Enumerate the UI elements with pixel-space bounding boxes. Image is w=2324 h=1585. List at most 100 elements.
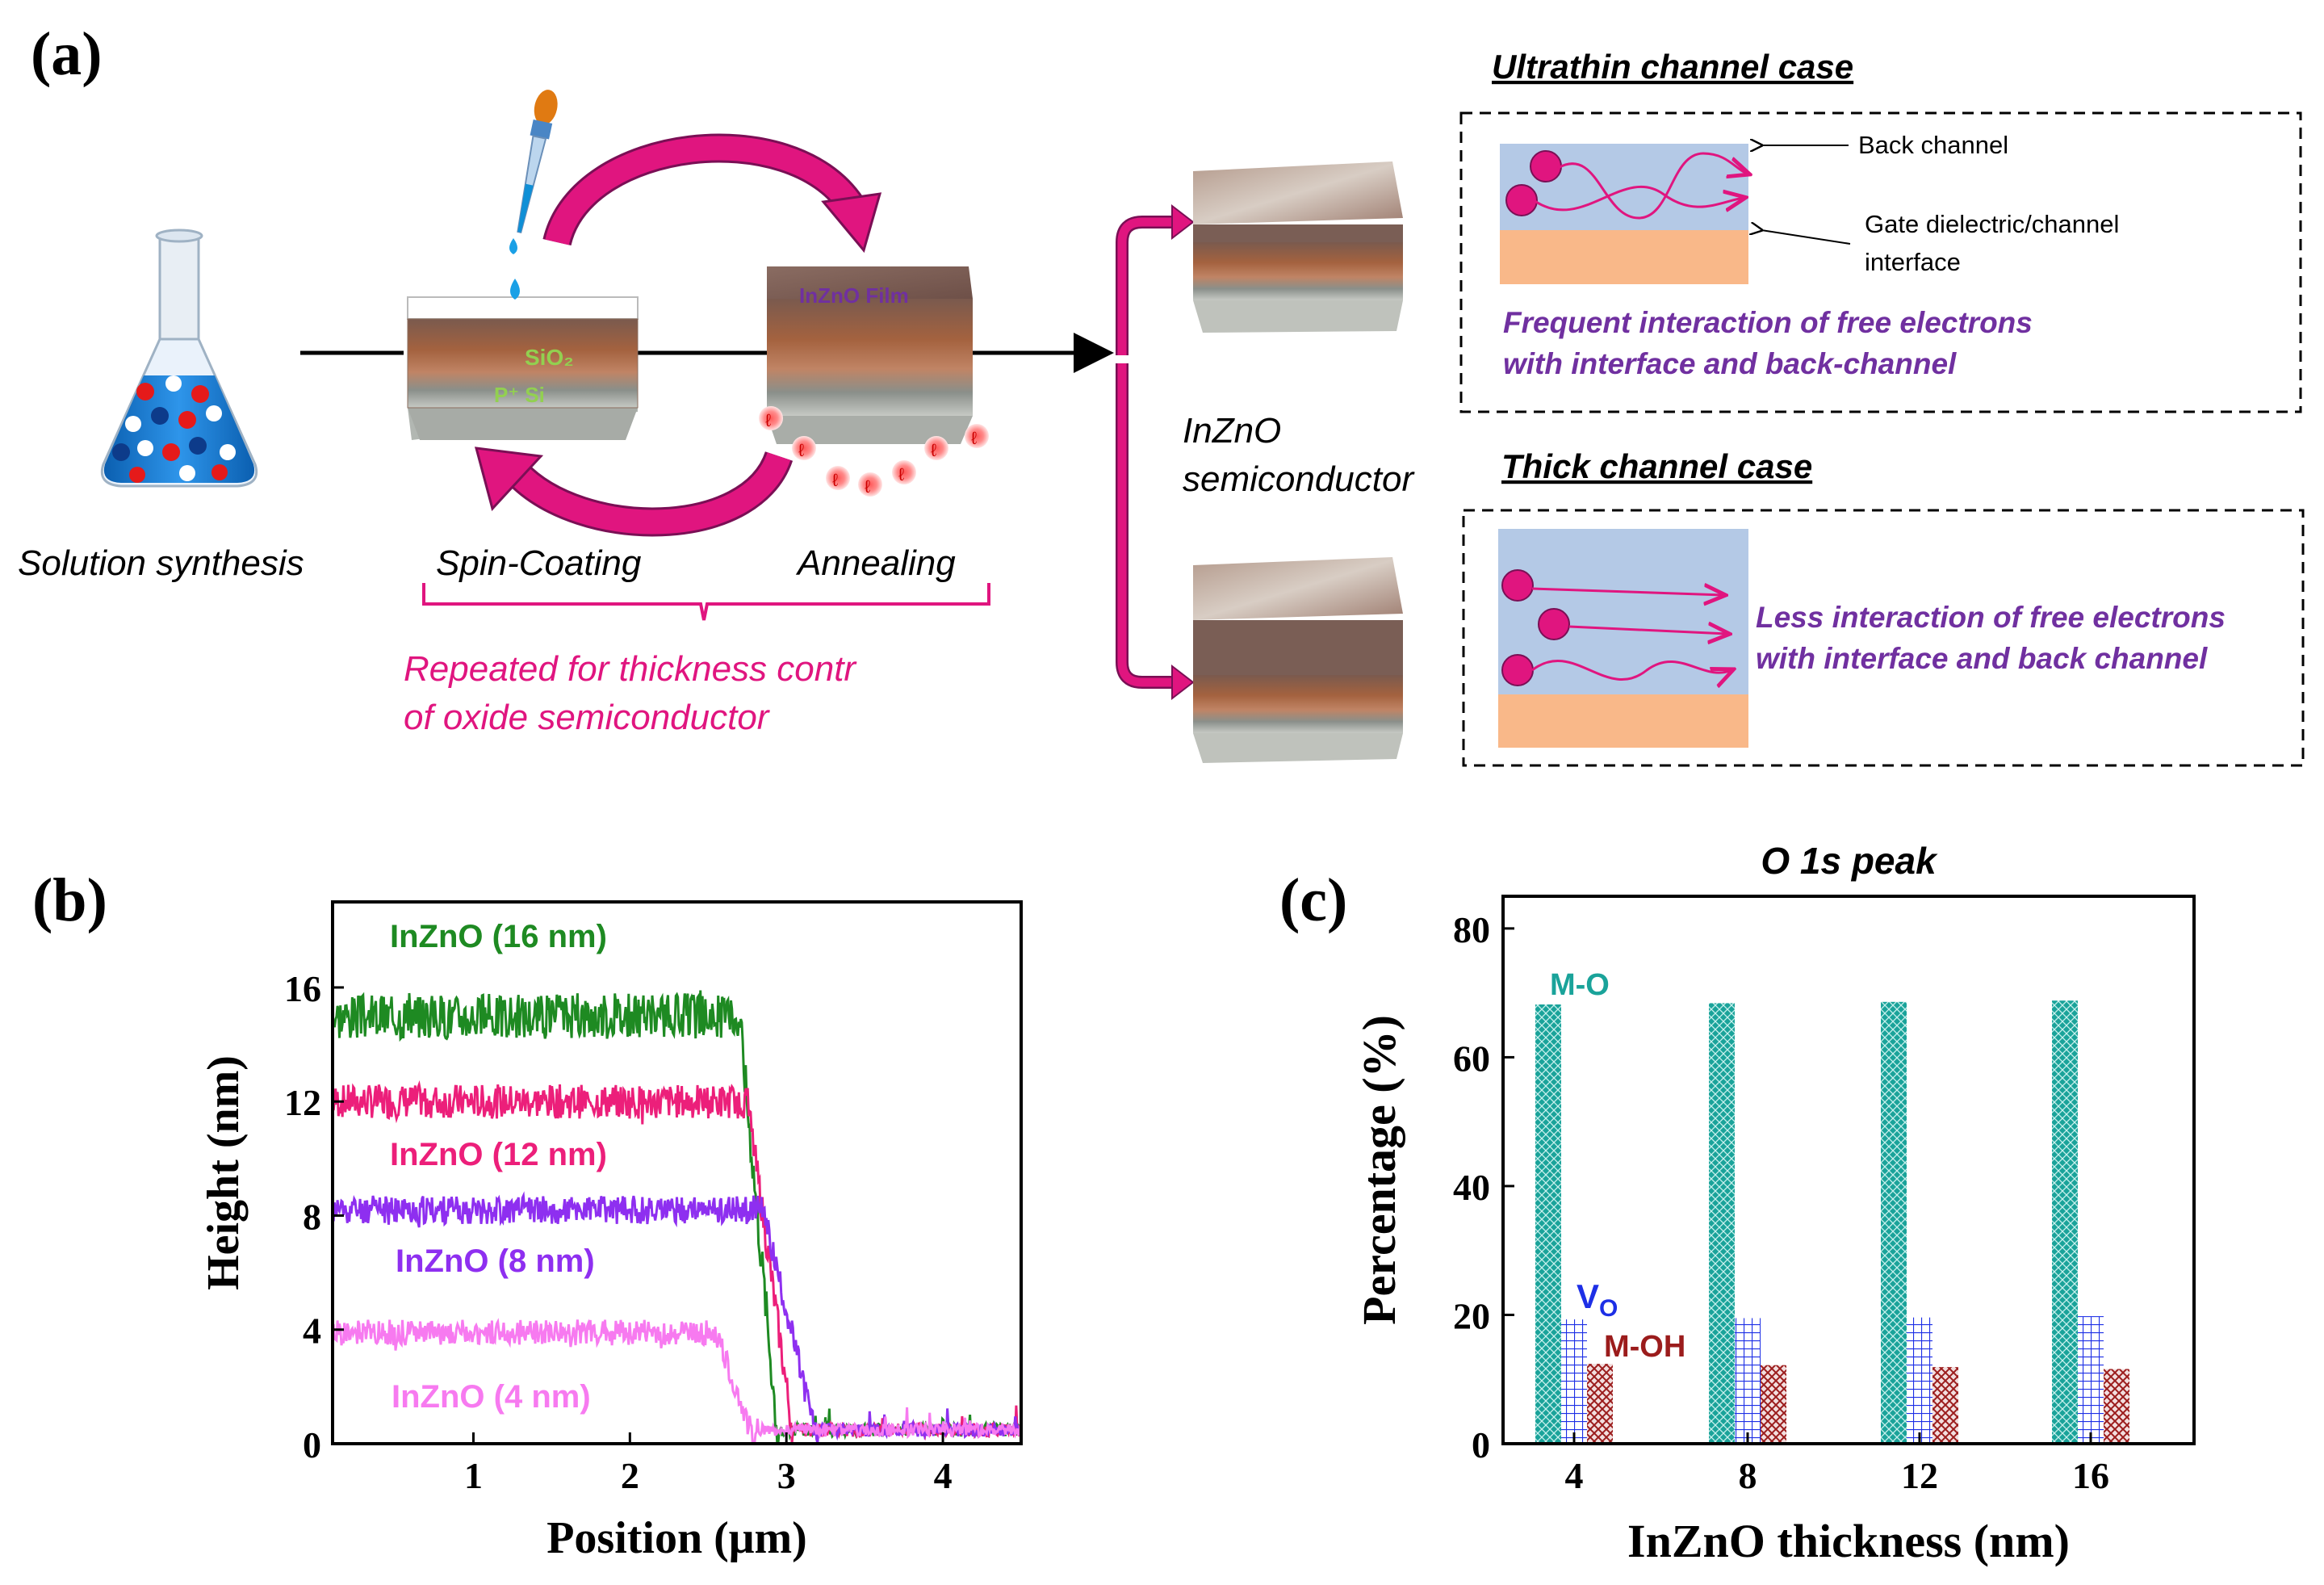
svg-text:ℓ: ℓ <box>798 440 805 460</box>
x-tick-label: 12 <box>1901 1455 1938 1496</box>
svg-text:ℓ: ℓ <box>832 470 839 490</box>
sio2-label: SiO₂ <box>525 345 574 370</box>
series-label: M-OH <box>1604 1330 1685 1364</box>
ultrathin-dielectric <box>1500 230 1748 284</box>
x-axis-label: InZnO thickness (nm) <box>1627 1515 2070 1567</box>
frequent-line-1: Frequent interaction of free electrons <box>1503 306 2033 339</box>
bar <box>1561 1319 1587 1444</box>
y-tick-label: 60 <box>1453 1038 1490 1079</box>
x-tick-label: 4 <box>1565 1455 1584 1496</box>
thick-channel <box>1498 529 1748 694</box>
y-tick-label: 0 <box>303 1424 321 1465</box>
x-tick-label: 3 <box>777 1455 796 1496</box>
series-label: InZnO (12 nm) <box>390 1137 607 1172</box>
y-tick-label: 12 <box>284 1082 321 1123</box>
y-tick-label: 4 <box>303 1310 321 1352</box>
repeat-brace <box>422 583 990 621</box>
spin-coating-label: Spin-Coating <box>436 543 642 583</box>
bar <box>2078 1316 2104 1444</box>
bar <box>1535 1004 1561 1444</box>
drop-icon <box>509 238 517 254</box>
bar <box>1932 1367 1958 1444</box>
y-tick-label: 8 <box>303 1196 321 1237</box>
ultrathin-title: Ultrathin channel case <box>1492 48 1853 86</box>
solution-synthesis-label: Solution synthesis <box>18 543 304 583</box>
x-tick-label: 8 <box>1739 1455 1757 1496</box>
semiconductor-line-1: InZnO <box>1183 411 1281 451</box>
fork-arrows <box>1116 203 1195 701</box>
y-tick-label: 40 <box>1453 1167 1490 1208</box>
y-tick-label: 80 <box>1453 909 1490 950</box>
ultrathin-box <box>1459 111 2302 413</box>
flask-icon <box>100 229 258 488</box>
series-label: M-O <box>1550 968 1610 1002</box>
y-tick-label: 20 <box>1453 1295 1490 1336</box>
svg-text:ℓ: ℓ <box>898 464 905 484</box>
thin-film-stack <box>1193 161 1403 333</box>
frequent-line-2: with interface and back-channel <box>1503 347 1957 380</box>
bar <box>1709 1003 1735 1444</box>
gate-interface-line-1: Gate dielectric/channel <box>1865 210 2119 238</box>
svg-text:ℓ: ℓ <box>971 428 978 448</box>
bar <box>1761 1365 1786 1444</box>
annealing-label: Annealing <box>795 543 956 583</box>
series-label: VO <box>1577 1277 1618 1322</box>
thick-dielectric <box>1498 694 1748 748</box>
bar <box>1735 1318 1761 1444</box>
bar <box>2052 1000 2078 1444</box>
svg-text:ℓ: ℓ <box>865 476 871 497</box>
semiconductor-line-2: semiconductor <box>1183 459 1415 499</box>
ultrathin-electron-paths <box>1505 150 1748 220</box>
svg-text:ℓ: ℓ <box>765 410 772 430</box>
x-tick-label: 1 <box>464 1455 483 1496</box>
thick-title: Thick channel case <box>1501 447 1812 485</box>
back-channel-label: Back channel <box>1858 131 2008 159</box>
y-tick-label: 16 <box>284 968 321 1009</box>
drop-icon <box>510 279 520 300</box>
gate-interface-line-2: interface <box>1865 248 1961 276</box>
heat-icons: ℓ ℓ ℓ ℓ ℓ ℓ ℓ <box>759 406 989 497</box>
plot-frame <box>1501 895 2196 1445</box>
bar <box>1907 1317 1932 1444</box>
pipette-icon <box>517 90 558 234</box>
panel-a-label: (a) <box>31 20 103 88</box>
panel-c-label: (c) <box>1279 866 1347 934</box>
repeat-line-1: Repeated for thickness contr <box>404 649 857 689</box>
p-si-label: P⁺ Si <box>494 383 545 407</box>
less-line-1: Less interaction of free electrons <box>1756 601 2226 634</box>
series-label: InZnO (4 nm) <box>392 1379 591 1415</box>
cycle-arrow-top <box>542 133 882 254</box>
interface-pointer <box>1761 230 1851 245</box>
x-axis-label: Position (μm) <box>546 1513 807 1563</box>
x-tick-label: 2 <box>621 1455 639 1496</box>
x-tick-label: 16 <box>2072 1455 2109 1496</box>
chart-title: O 1s peak <box>1761 840 1938 882</box>
y-tick-label: 0 <box>1472 1424 1490 1465</box>
plot-frame <box>331 900 1023 1445</box>
annealing-substrate: InZnO Film <box>767 266 973 444</box>
cycle-arrow-bottom <box>474 447 794 537</box>
bar <box>1587 1364 1613 1444</box>
panel-b-label: (b) <box>32 866 107 934</box>
series-line <box>331 1318 1023 1445</box>
spin-coating-substrate: SiO₂ P⁺ Si <box>407 296 639 440</box>
bar <box>1881 1001 1907 1444</box>
thick-film-stack <box>1193 557 1403 763</box>
less-line-2: with interface and back channel <box>1756 642 2208 675</box>
svg-text:ℓ: ℓ <box>931 440 937 460</box>
y-axis-label: Height (nm) <box>199 1055 249 1290</box>
x-tick-label: 4 <box>934 1455 953 1496</box>
inzno-film-label: InZnO Film <box>799 283 909 308</box>
series-label: InZnO (16 nm) <box>390 919 607 954</box>
series-label: InZnO (8 nm) <box>396 1243 595 1279</box>
thick-electron-paths <box>1501 569 1731 686</box>
repeat-line-2: of oxide semiconductor <box>404 698 771 737</box>
panel-a: (a) Solution synthesis <box>18 20 2305 767</box>
bar <box>2104 1369 2129 1444</box>
y-axis-label: Percentage (%) <box>1353 1015 1405 1325</box>
